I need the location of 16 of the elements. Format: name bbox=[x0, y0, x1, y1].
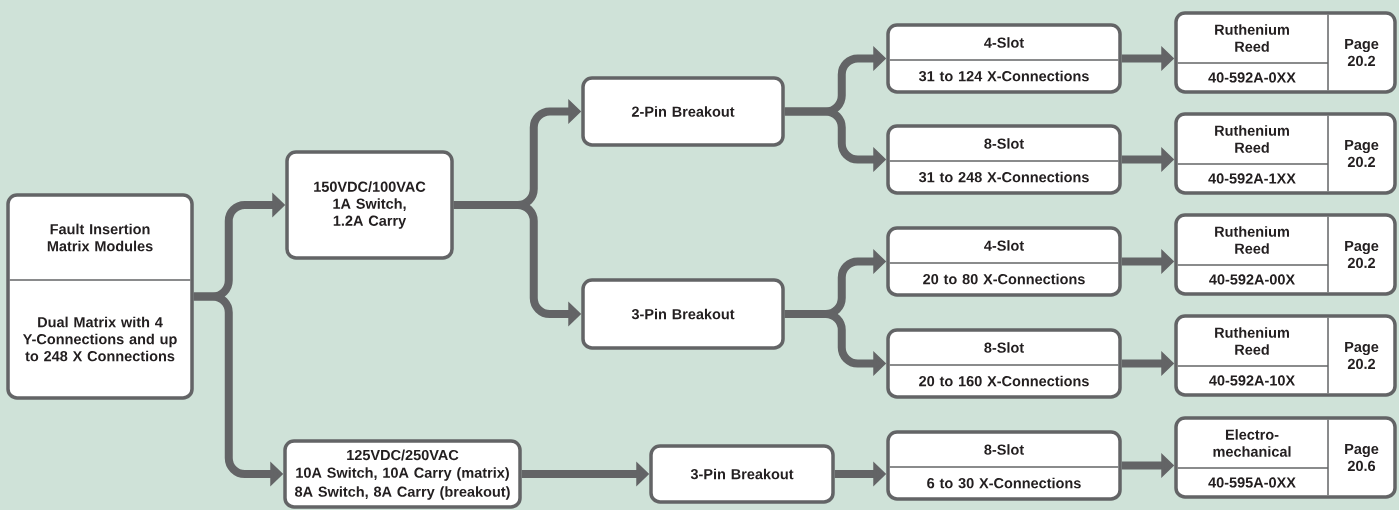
split-box: 8-Slot 20 to 160 X-Connections bbox=[886, 328, 1122, 399]
process-box: 3-Pin Breakout bbox=[649, 444, 835, 504]
process-box: 150VDC/100VAC 1A Switch, 1.2A Carry bbox=[285, 150, 454, 260]
process-box: 125VDC/250VAC 10A Switch, 10A Carry (matrix) 8A Switch, 8A Carry (breakout) bbox=[283, 439, 522, 509]
reference-box: Ruthenium Reed 40-592A-00X Page 20.2 bbox=[1174, 213, 1397, 296]
process-box: 3-Pin Breakout bbox=[581, 278, 785, 350]
split-box: 4-Slot 20 to 80 X-Connections bbox=[886, 226, 1122, 297]
split-box: Fault Insertion Matrix Modules Dual Matrix with 4 Y-Connections and up to 248 X Connections bbox=[6, 193, 194, 400]
split-box: 8-Slot 31 to 248 X-Connections bbox=[886, 124, 1122, 195]
split-box: 4-Slot 31 to 124 X-Connections bbox=[886, 23, 1122, 94]
reference-box: Ruthenium Reed 40-592A-1XX Page 20.2 bbox=[1174, 112, 1397, 195]
process-box: 2-Pin Breakout bbox=[581, 76, 785, 147]
reference-box: Ruthenium Reed 40-592A-10X Page 20.2 bbox=[1174, 314, 1397, 397]
split-box: 8-Slot 6 to 30 X-Connections bbox=[886, 430, 1122, 501]
reference-box: Electro-mechanical 40-595A-0XX Page 20.6 bbox=[1174, 416, 1397, 499]
reference-box: Ruthenium Reed 40-592A-0XX Page 20.2 bbox=[1174, 11, 1397, 94]
